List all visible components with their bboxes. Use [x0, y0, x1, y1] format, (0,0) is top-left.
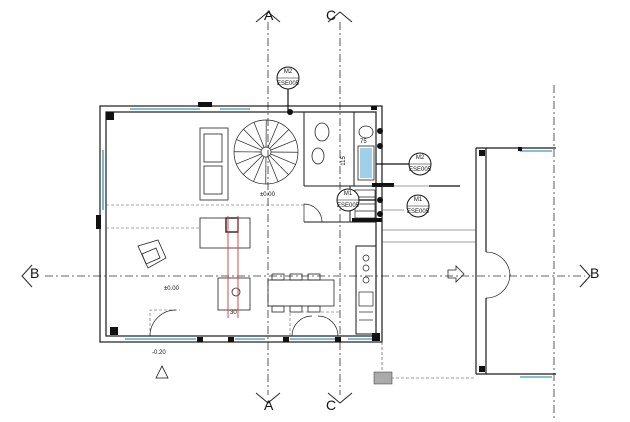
partition-bars	[352, 183, 394, 222]
stair-tread	[270, 153, 296, 165]
windows	[102, 108, 372, 340]
annex-accents	[479, 147, 522, 372]
annex-windows	[520, 150, 552, 378]
stair-newel	[260, 146, 272, 158]
tag-m2-top-code: M2	[283, 69, 293, 75]
section-c-top-label: C	[326, 7, 337, 23]
dimension-75: 75	[360, 139, 367, 145]
dashed-zones	[106, 204, 340, 336]
bathroom-fixtures	[311, 122, 375, 181]
dimension-115: 115	[340, 156, 347, 166]
entrance-marker	[155, 365, 169, 379]
stair-tread	[243, 128, 263, 149]
annex-walls	[475, 147, 556, 375]
stair-tread	[236, 139, 262, 151]
interior-walls	[303, 112, 390, 336]
tag-m1-right-ref: ESE005	[407, 209, 430, 215]
dining-table	[267, 273, 335, 313]
section-b-left-label: B	[30, 265, 40, 281]
doors	[149, 203, 339, 337]
stair-tread	[267, 122, 279, 148]
section-a-top-label: A	[264, 7, 274, 23]
entry-arrow	[447, 265, 465, 283]
sofa	[199, 127, 229, 201]
tag-m2-right-ref: ESE005	[409, 167, 432, 173]
stair-tread	[270, 139, 296, 151]
tag-m1-right-code: M1	[413, 197, 423, 203]
stair-tread	[242, 155, 263, 175]
stair-tread	[269, 155, 289, 176]
level-outside: -0.20	[152, 350, 166, 356]
kitchen-counter	[358, 254, 374, 321]
stair-tread	[253, 156, 265, 182]
tag-m2-right-code: M2	[415, 155, 425, 161]
section-lines	[45, 22, 585, 420]
stair-tread	[267, 156, 279, 182]
tag-m1-center-code: M1	[343, 191, 353, 197]
tag-m1-center-ref: ESE005	[337, 203, 360, 209]
armchair	[137, 239, 167, 269]
step-block	[373, 371, 393, 385]
level-left: ±0.00	[164, 286, 179, 292]
dimension-30: 30	[230, 310, 237, 316]
stair-tread	[253, 122, 265, 148]
coffee-table	[199, 217, 251, 311]
stair-tread	[236, 153, 262, 165]
flue-outline	[227, 216, 239, 318]
spiral-staircase	[233, 119, 299, 185]
section-markers	[21, 11, 591, 404]
section-a-bottom-label: A	[264, 397, 274, 413]
section-c-bottom-label: C	[326, 397, 337, 413]
stair-tread	[269, 129, 290, 149]
tag-leaders	[287, 89, 460, 201]
level-upper: ±0.00	[260, 192, 275, 198]
annex-doors	[485, 251, 511, 299]
section-b-right-label: B	[590, 265, 600, 281]
tag-dividers	[277, 77, 431, 207]
wall-accents	[96, 102, 380, 342]
tag-m2-top-ref: ESE005	[277, 81, 300, 87]
level-markers	[287, 109, 383, 217]
